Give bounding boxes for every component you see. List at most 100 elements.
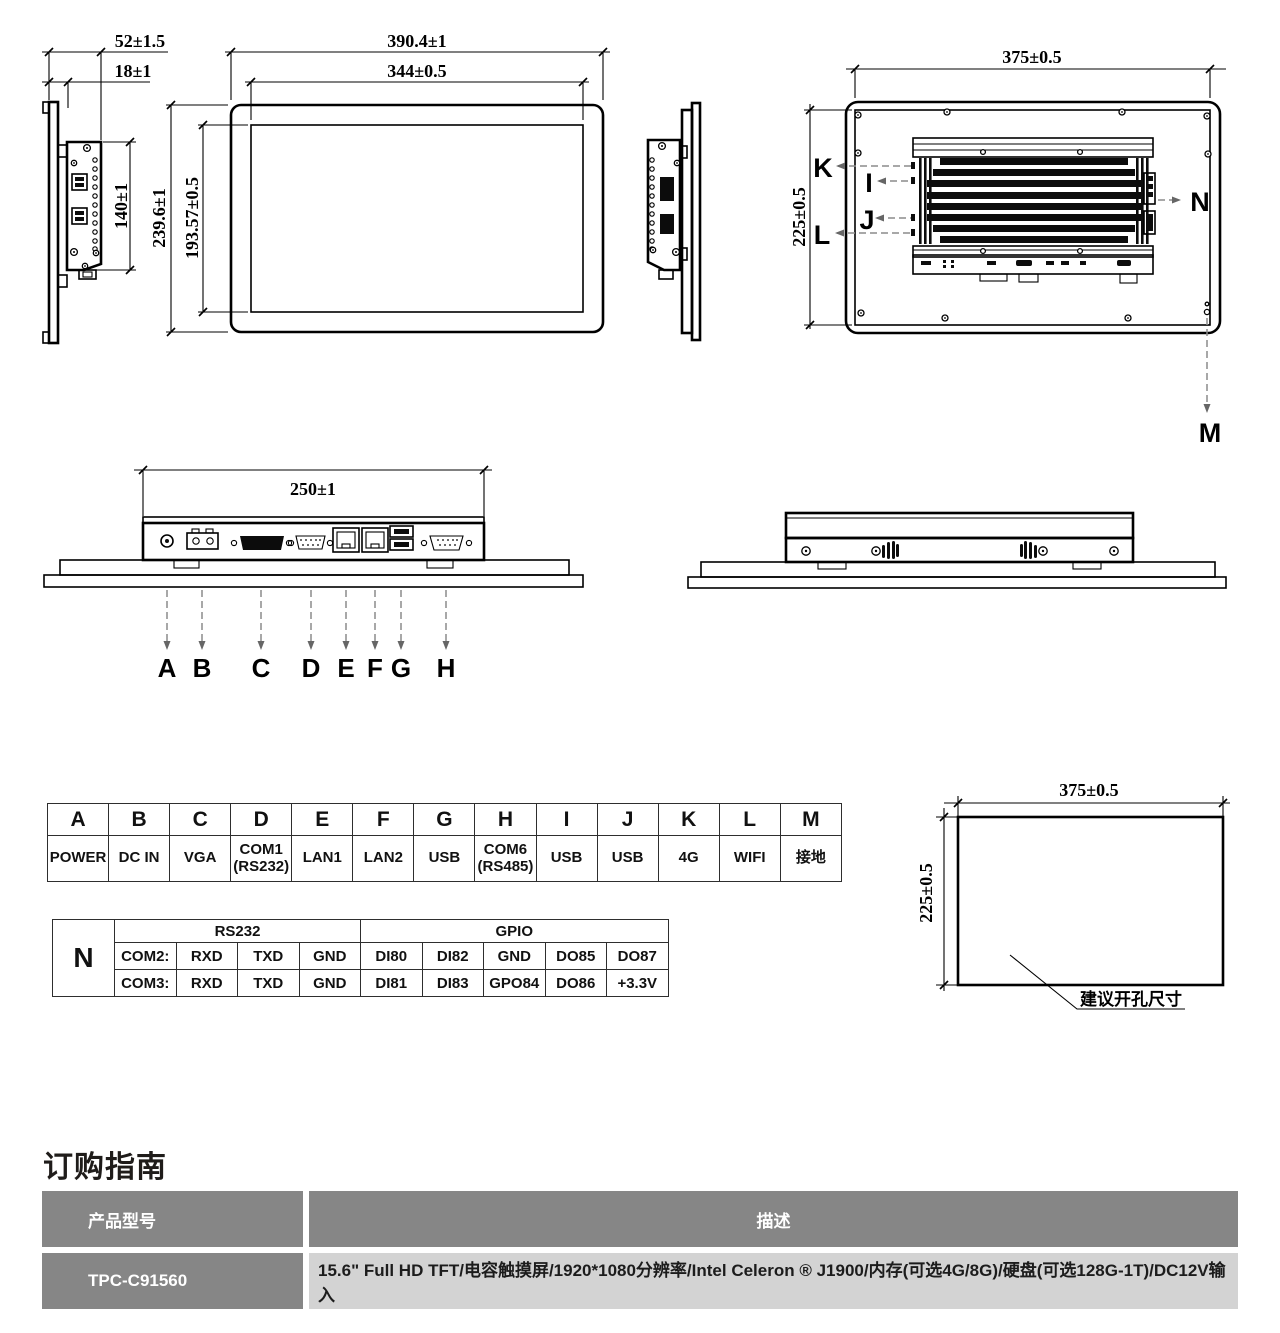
dim-panel-depth: 18±1	[115, 61, 152, 81]
port-function: LAN2	[352, 835, 415, 882]
dim-rear-box-height: 140±1	[111, 183, 131, 229]
port-function: POWER	[46, 835, 110, 882]
callout-e: E	[337, 653, 354, 683]
port-function-row: POWER DC IN VGA COM1 (RS232) LAN1 LAN2 U…	[46, 835, 843, 882]
port-letter: M	[779, 803, 843, 836]
com-gpio-pin-table: N RS232 GPIO COM2: RXD TXD GND DI80 DI82…	[52, 919, 669, 997]
dim-front-height: 239.6±1	[149, 188, 169, 247]
port-function: USB	[596, 835, 659, 882]
callout-i: I	[865, 168, 873, 198]
pin-row-icons	[92, 157, 98, 252]
lan2-port-icon	[361, 527, 389, 553]
vga-port-icon	[230, 536, 293, 550]
cutout-view: 375±0.5 225±0.5 建议开孔尺寸	[916, 780, 1230, 1010]
screw-icons	[854, 108, 1212, 322]
pin-cell: TXD	[237, 969, 300, 997]
port-letter: B	[108, 803, 171, 836]
rear-view: 375±0.5 225±0.5	[789, 47, 1226, 448]
dim-io-width: 250±1	[290, 479, 336, 499]
port-letter: J	[596, 803, 659, 836]
com6-port-icon	[420, 535, 473, 551]
pin-cell: DI81	[360, 969, 423, 997]
port-function: USB	[535, 835, 598, 882]
port-letter-row: A B C D E F G H I J K L M	[46, 803, 843, 836]
group-rs232: RS232	[114, 919, 361, 943]
callout-d: D	[302, 653, 321, 683]
port-function: 4G	[657, 835, 720, 882]
speaker-grille-icon	[1020, 541, 1037, 559]
speaker-grille-icon	[882, 541, 899, 559]
pin-row-com3: COM3: RXD TXD GND DI81 DI83 GPO84 DO86 +…	[53, 969, 669, 997]
port-letter: E	[291, 803, 354, 836]
callout-l: L	[814, 220, 831, 250]
callout-h: H	[437, 653, 456, 683]
ordering-guide-heading: 订购指南	[43, 1151, 167, 1184]
com1-port-icon	[287, 535, 334, 550]
pin-cell: TXD	[237, 942, 300, 970]
port-function: USB	[413, 835, 476, 882]
pin-cell: GND	[298, 969, 361, 997]
rear-io-strip	[912, 254, 1154, 284]
port-letter: L	[718, 803, 781, 836]
port-letter: I	[535, 803, 598, 836]
port-letter: D	[230, 803, 293, 836]
heatsink	[911, 137, 1156, 258]
pin-cell: COM3:	[114, 969, 177, 997]
usb-ports-icon	[389, 525, 414, 551]
port-letter: C	[169, 803, 232, 836]
pin-group-row: N RS232 GPIO	[52, 919, 669, 997]
port-function: DC IN	[108, 835, 171, 882]
pin-cell: GND	[483, 942, 546, 970]
pin-cell: DI82	[421, 942, 484, 970]
dim-rear-height: 225±0.5	[789, 187, 809, 246]
pin-cell: DO86	[544, 969, 607, 997]
side-view-left: 52±1.5 18±1	[42, 31, 168, 345]
callout-c: C	[252, 653, 271, 683]
pin-table-corner: N	[52, 919, 115, 997]
ordering-col-model-header: 产品型号	[42, 1191, 303, 1247]
group-gpio: GPIO	[360, 919, 669, 943]
pin-cell: RXD	[175, 942, 238, 970]
port-mapping-table: A B C D E F G H I J K L M POWER DC IN VG…	[46, 803, 843, 882]
screw-icons	[69, 143, 100, 270]
pin-cell: +3.3V	[606, 969, 669, 997]
lan1-port-icon	[332, 527, 360, 553]
port-callout-arrows: A B C D E F G H	[158, 590, 456, 683]
dim-front-width: 390.4±1	[387, 31, 446, 51]
dim-side-depth: 52±1.5	[115, 31, 165, 51]
port-letter: F	[352, 803, 415, 836]
dim-cutout-height: 225±0.5	[916, 863, 936, 922]
pin-row-icons	[649, 157, 655, 252]
pin-cell: DO85	[544, 942, 607, 970]
pin-cell: DI83	[421, 969, 484, 997]
screw-icons	[649, 141, 681, 257]
cutout-note: 建议开孔尺寸	[1080, 989, 1182, 1009]
callout-g: G	[391, 653, 411, 683]
pin-cell: GPO84	[483, 969, 546, 997]
port-letter: K	[657, 803, 720, 836]
callout-b: B	[193, 653, 212, 683]
callout-k: K	[813, 153, 833, 183]
dim-display-width: 344±0.5	[387, 61, 446, 81]
port-letter: A	[46, 803, 110, 836]
dc-terminal-icon	[186, 528, 219, 550]
rear-callouts: K I J L N M	[813, 153, 1221, 448]
ordering-model-cell: TPC-C91560	[42, 1253, 303, 1309]
pin-cell: GND	[298, 942, 361, 970]
port-function: LAN1	[291, 835, 354, 882]
callout-j: J	[859, 205, 874, 235]
bottom-io-view: 250±1	[43, 465, 584, 683]
pin-cell: DI80	[360, 942, 423, 970]
pin-cell: RXD	[175, 969, 238, 997]
port-function: COM1 (RS232)	[230, 835, 293, 882]
callout-n: N	[1190, 187, 1210, 217]
top-view	[687, 511, 1227, 589]
ordering-description-cell: 15.6" Full HD TFT/电容触摸屏/1920*1080分辨率/Int…	[309, 1253, 1238, 1309]
power-jack-icon	[160, 534, 174, 548]
pin-cell: DO87	[606, 942, 669, 970]
front-view: 390.4±1 344±0.5 239.6±1 193.57±0.5	[149, 31, 610, 337]
port-function: 接地	[779, 835, 843, 882]
pin-cell: COM2:	[114, 942, 177, 970]
